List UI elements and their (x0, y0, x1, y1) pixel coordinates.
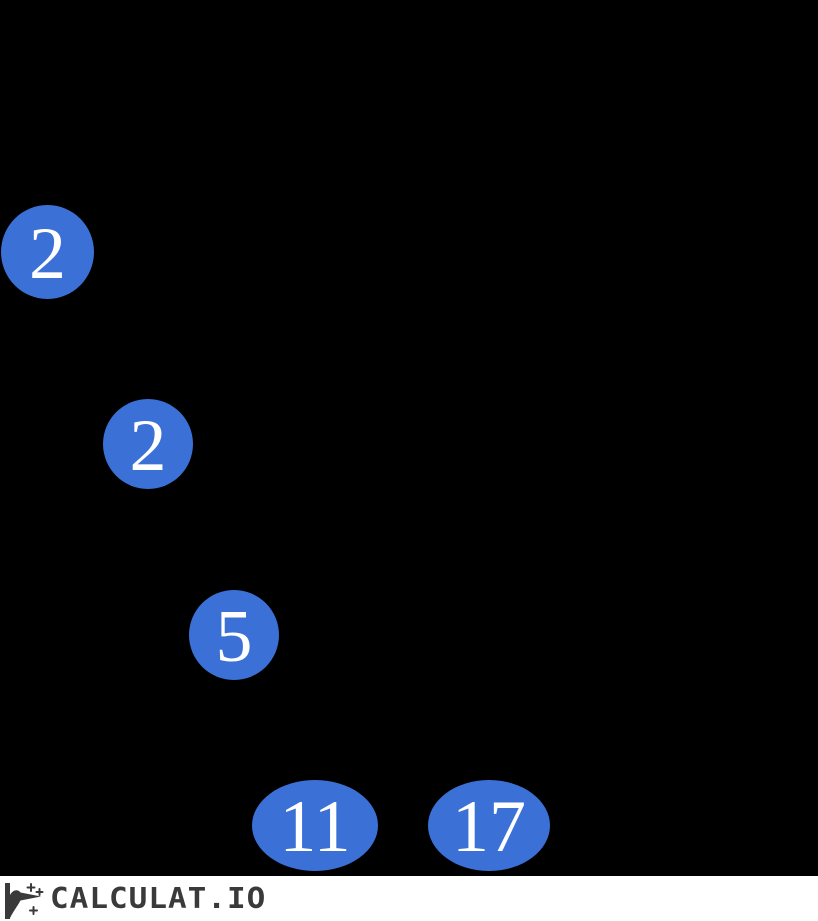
watermark-bar: CALCULAT.IO (0, 876, 818, 921)
prime-factor-node: 5 (189, 590, 279, 680)
rocket-icon (3, 881, 45, 921)
prime-factor-node: 2 (103, 399, 193, 489)
prime-factor-node: 17 (428, 780, 550, 871)
prime-factor-node: 11 (252, 780, 378, 871)
brand-text: CALCULAT.IO (50, 881, 267, 916)
prime-factor-node: 2 (1, 205, 94, 299)
